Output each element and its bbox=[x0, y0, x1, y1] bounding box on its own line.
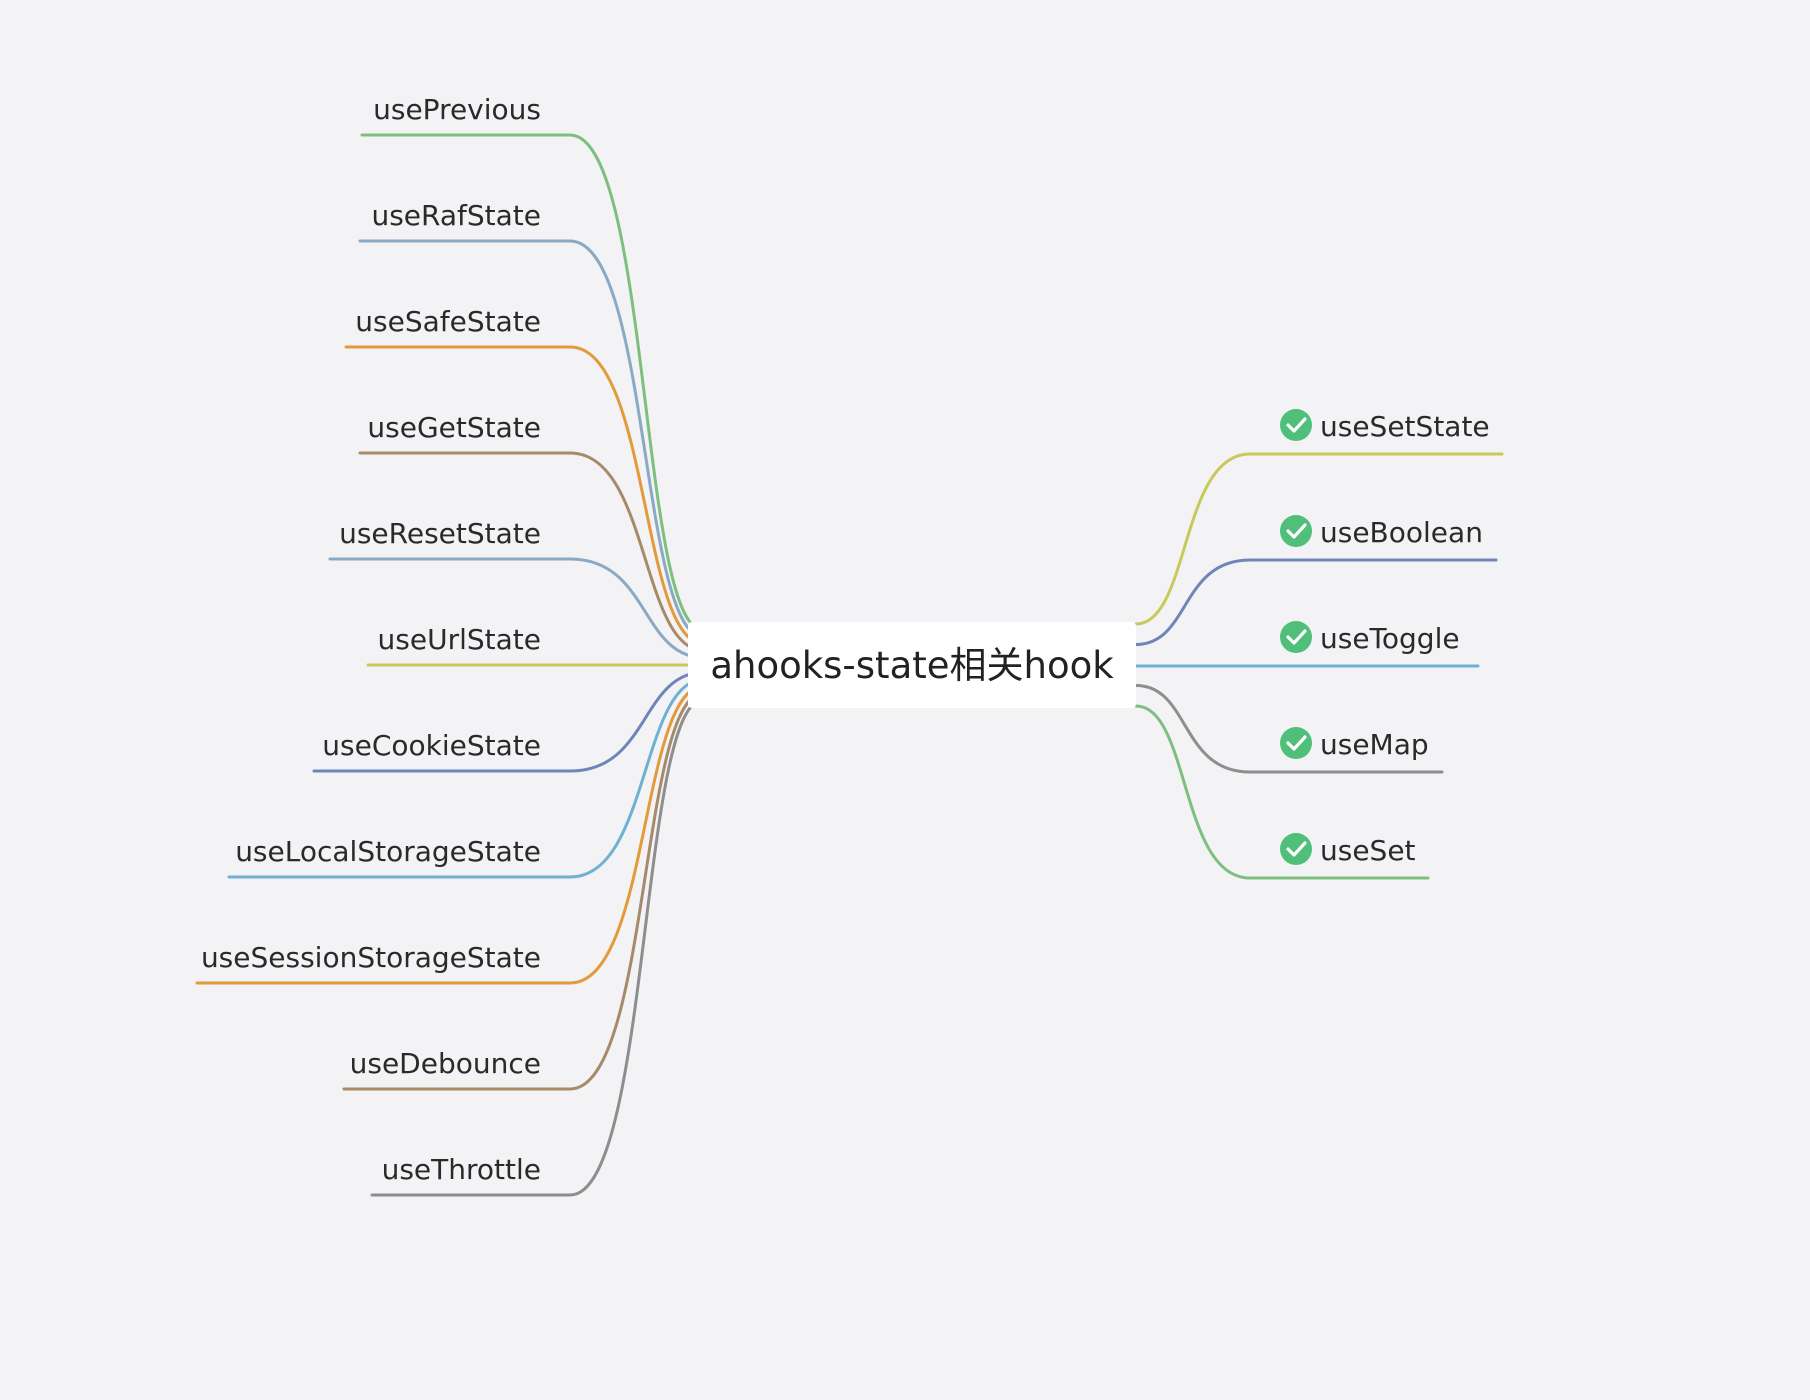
connector-use-session-storage-state bbox=[568, 684, 706, 985]
node-label: useSafeState bbox=[355, 305, 541, 338]
root-node-box bbox=[688, 622, 1136, 708]
node-use-debounce[interactable]: useDebounce bbox=[342, 1047, 572, 1091]
node-label: useToggle bbox=[1320, 622, 1460, 655]
node-use-local-storage-state[interactable]: useLocalStorageState bbox=[227, 835, 572, 879]
node-use-map[interactable]: useMap bbox=[1248, 727, 1444, 774]
node-label: useSet bbox=[1320, 834, 1416, 867]
check-circle-icon bbox=[1280, 621, 1312, 653]
node-use-toggle[interactable]: useToggle bbox=[1248, 621, 1480, 668]
node-label: useMap bbox=[1320, 728, 1429, 761]
node-use-set[interactable]: useSet bbox=[1248, 833, 1430, 880]
node-use-url-state[interactable]: useUrlState bbox=[366, 623, 572, 667]
connector-use-throttle bbox=[568, 698, 705, 1197]
node-use-previous[interactable]: usePrevious bbox=[360, 93, 572, 137]
node-label: useLocalStorageState bbox=[235, 835, 541, 868]
node-label: useRafState bbox=[371, 199, 541, 232]
node-label: useResetState bbox=[339, 517, 541, 550]
node-label: useDebounce bbox=[350, 1047, 541, 1080]
node-label: useSessionStorageState bbox=[201, 941, 541, 974]
connector-use-get-state bbox=[568, 451, 707, 653]
connector-use-raf-state bbox=[568, 239, 706, 639]
connector-use-cookie-state bbox=[568, 670, 707, 773]
check-circle-icon bbox=[1280, 409, 1312, 441]
node-label: useBoolean bbox=[1320, 516, 1483, 549]
node-use-get-state[interactable]: useGetState bbox=[358, 411, 572, 455]
connector-use-safe-state bbox=[568, 345, 706, 646]
node-use-reset-state[interactable]: useResetState bbox=[328, 517, 572, 561]
connector-use-boolean bbox=[1134, 558, 1252, 646]
branch-connectors bbox=[568, 133, 1252, 1197]
right-branch-group: useSetState useBoolean useToggle useMap useS… bbox=[1248, 409, 1504, 880]
node-use-session-storage-state[interactable]: useSessionStorageState bbox=[195, 941, 572, 985]
connector-use-local-storage-state bbox=[568, 677, 707, 879]
connector-use-reset-state bbox=[568, 557, 707, 660]
connector-use-set bbox=[1134, 704, 1252, 880]
check-circle-icon bbox=[1280, 727, 1312, 759]
node-label: useUrlState bbox=[378, 623, 541, 656]
node-label: useThrottle bbox=[382, 1153, 541, 1186]
node-use-set-state[interactable]: useSetState bbox=[1248, 409, 1504, 456]
connector-use-map bbox=[1134, 684, 1252, 774]
node-label: usePrevious bbox=[373, 93, 541, 126]
connector-use-debounce bbox=[568, 691, 706, 1091]
left-branch-group: usePrevious useRafState useSafeState useGet… bbox=[195, 93, 572, 1197]
node-label: useCookieState bbox=[322, 729, 541, 762]
node-use-cookie-state[interactable]: useCookieState bbox=[312, 729, 572, 773]
node-use-throttle[interactable]: useThrottle bbox=[370, 1153, 572, 1197]
connector-use-previous bbox=[568, 133, 705, 632]
check-circle-icon bbox=[1280, 515, 1312, 547]
check-circle-icon bbox=[1280, 833, 1312, 865]
root-node-label: ahooks-state相关hook bbox=[710, 644, 1114, 687]
node-use-safe-state[interactable]: useSafeState bbox=[344, 305, 572, 349]
node-use-boolean[interactable]: useBoolean bbox=[1248, 515, 1498, 562]
root-node[interactable]: ahooks-state相关hook bbox=[688, 622, 1136, 708]
node-label: useGetState bbox=[367, 411, 541, 444]
node-label: useSetState bbox=[1320, 410, 1490, 443]
node-use-raf-state[interactable]: useRafState bbox=[358, 199, 572, 243]
connector-use-set-state bbox=[1134, 452, 1252, 626]
